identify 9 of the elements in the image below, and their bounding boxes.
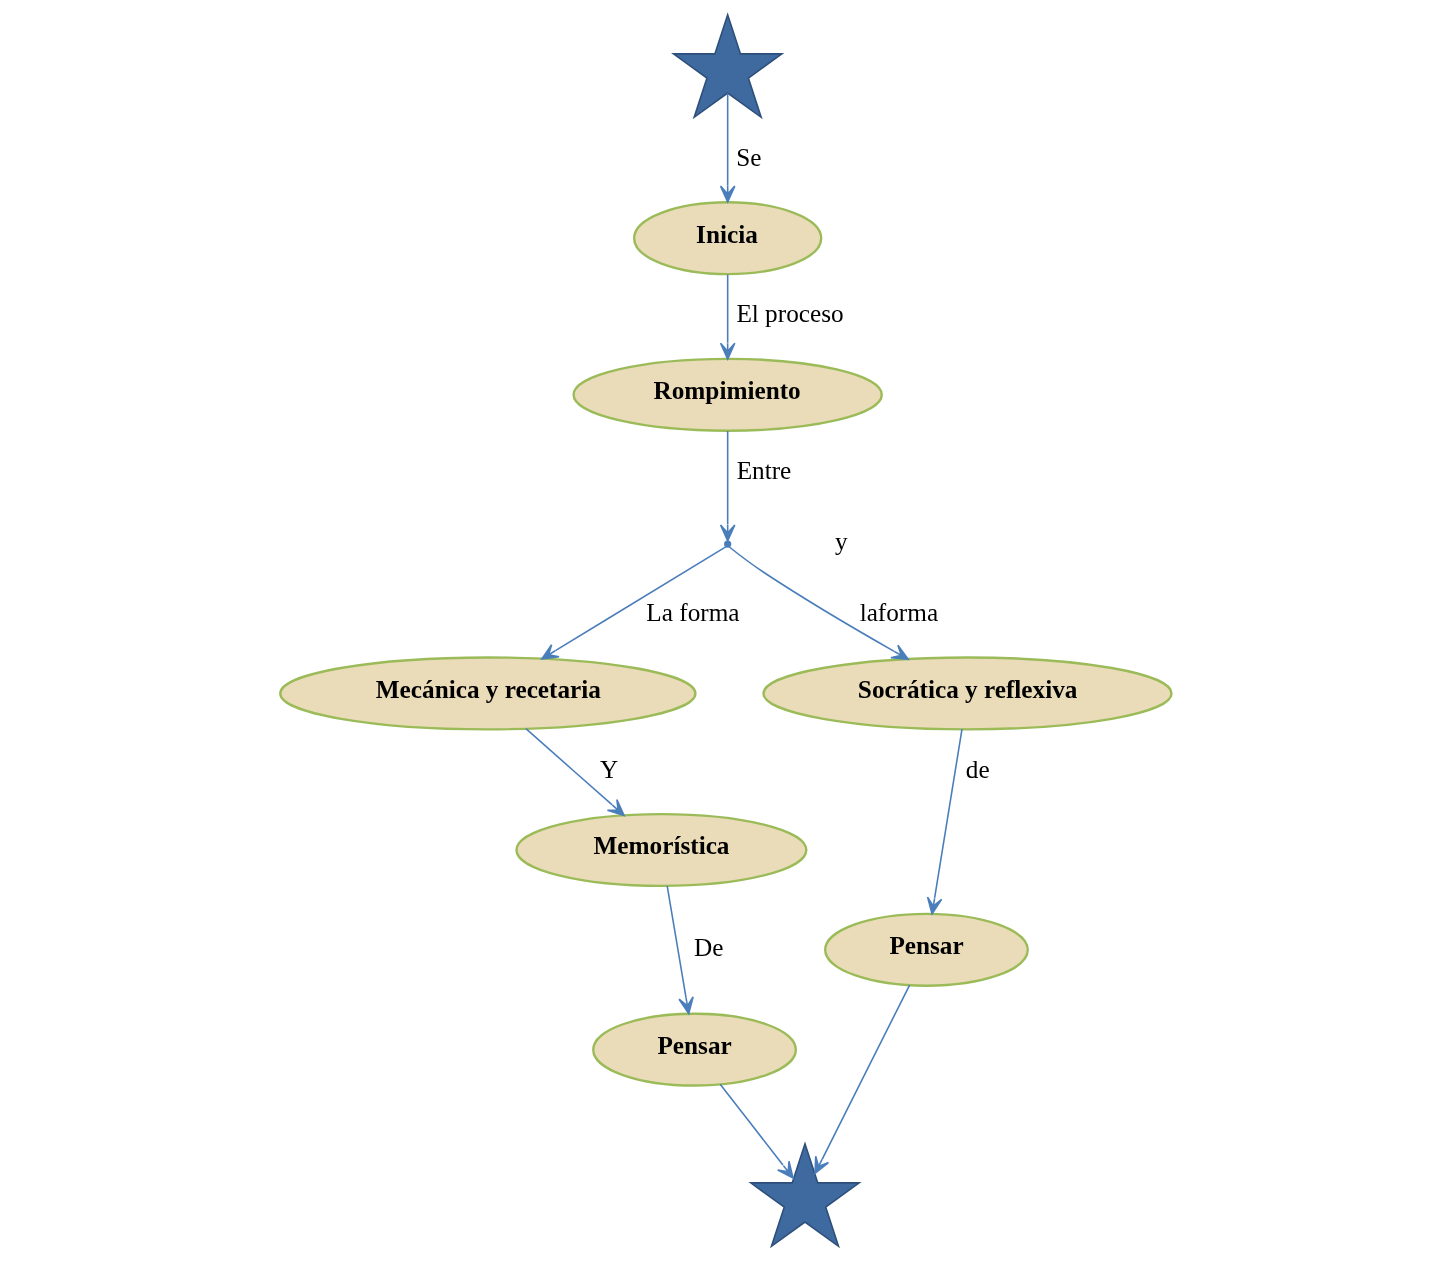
edge-label: Se: [735, 143, 762, 171]
label: y: [834, 528, 848, 556]
edge-label: Entre: [736, 457, 791, 485]
edge-label: La forma: [645, 599, 740, 627]
edge-label: Y: [599, 755, 617, 783]
edge-label: de: [965, 755, 990, 783]
edge-label: El proceso: [735, 300, 844, 328]
edge-label: laforma: [859, 599, 938, 627]
edge-label: De: [693, 933, 723, 961]
